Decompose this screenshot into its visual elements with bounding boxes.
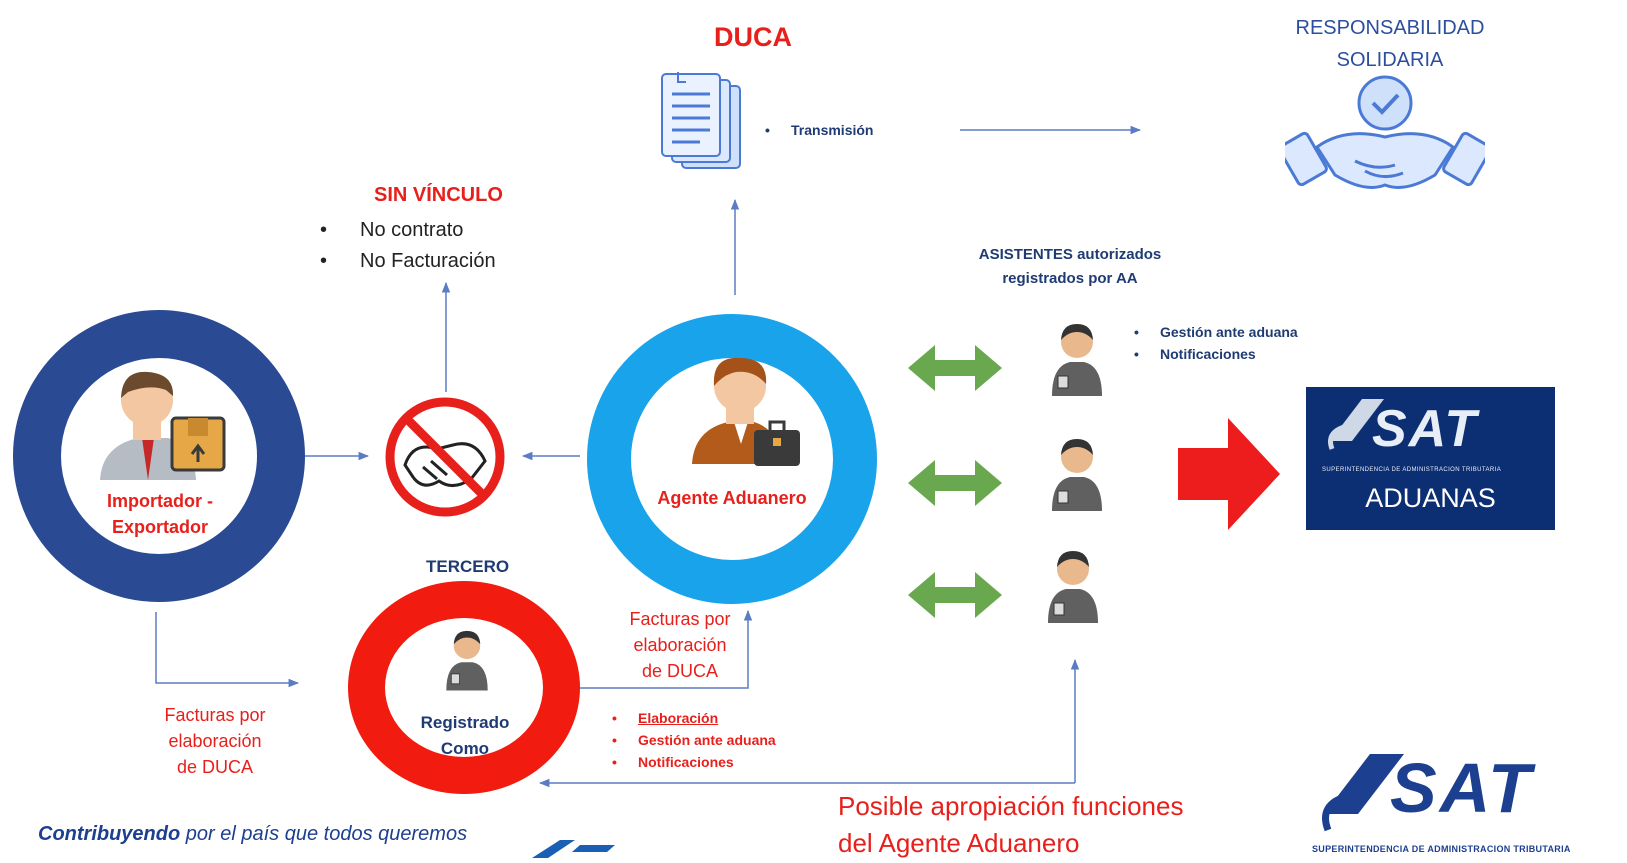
- sat-box-subtitle: SUPERINTENDENCIA DE ADMINISTRACION TRIBU…: [1322, 467, 1502, 473]
- facturas-right-line2: elaboración: [633, 635, 727, 655]
- footer-slogan-bold: Contribuyendo: [38, 823, 181, 845]
- facturas-left-line2: elaboración: [168, 731, 262, 751]
- sat-aduanas-box: SAT SUPERINTENDENCIA DE ADMINISTRACION T…: [1306, 387, 1555, 530]
- asistentes-function-item: Gestión ante aduana: [1134, 321, 1298, 343]
- sat-box-label: ADUANAS: [1365, 483, 1496, 513]
- footer-slogan-rest: por el país que todos queremos: [180, 823, 468, 845]
- handshake-check-icon: [1285, 75, 1485, 189]
- sin-vinculo-item: No contrato: [320, 215, 496, 246]
- tercero-line1: Registrado: [420, 713, 510, 732]
- asistentes-title-line1: ASISTENTES autorizados: [978, 246, 1162, 263]
- sat-swoosh-icon: [1328, 399, 1384, 450]
- asistentes-function-item: Notificaciones: [1134, 343, 1298, 365]
- asistentes-title-line2: registrados por AA: [1002, 270, 1138, 287]
- footer-slogan: Contribuyendo por el país que todos quer…: [38, 823, 467, 846]
- no-handshake-icon: [385, 397, 505, 517]
- sat-logo-text: SAT: [1390, 749, 1534, 827]
- responsabilidad-line2: SOLIDARIA: [1336, 49, 1444, 71]
- sat-logo-subtitle: SUPERINTENDENCIA DE ADMINISTRACION TRIBU…: [1312, 844, 1571, 854]
- tercero-label: Registrado Como asistente: [400, 710, 530, 786]
- tercero-function-item: Elaboración: [612, 707, 776, 729]
- duca-item-transmision: Transmisión: [765, 122, 873, 138]
- sin-vinculo-title: SIN VÍNCULO: [374, 184, 503, 206]
- tercero-functions: Elaboración Gestión ante aduana Notifica…: [612, 707, 776, 773]
- arrow-importador-to-tercero: [155, 612, 300, 688]
- facturas-left-line3: de DUCA: [176, 757, 254, 777]
- asistente-person-icon: [1048, 551, 1098, 623]
- facturas-left-line1: Facturas por: [164, 705, 266, 725]
- duca-title: DUCA: [714, 22, 792, 52]
- sin-vinculo-item: No Facturación: [320, 246, 496, 277]
- arrow-tercero-to-agente: [578, 609, 753, 689]
- big-red-arrow: [1178, 418, 1280, 530]
- responsabilidad-title: RESPONSABILIDAD SOLIDARIA: [1290, 12, 1490, 76]
- green-double-arrow: [908, 345, 1002, 391]
- posible-line1: Posible apropiación funciones: [838, 791, 1184, 821]
- duca-items: Transmisión: [765, 122, 873, 138]
- document-stack-icon: [661, 72, 741, 169]
- tercero-person-icon: [446, 630, 488, 691]
- asistente-person-icon: [1052, 439, 1102, 511]
- posible-apropiacion: Posible apropiación funciones del Agente…: [838, 788, 1183, 862]
- sat-logo: SAT SUPERINTENDENCIA DE ADMINISTRACION T…: [1310, 749, 1624, 858]
- asistente-person-icon: [1052, 324, 1102, 396]
- facturas-right-line1: Facturas por: [629, 609, 731, 629]
- tercero-function-item: Gestión ante aduana: [612, 729, 776, 751]
- asistentes-title: ASISTENTES autorizados registrados por A…: [960, 243, 1180, 291]
- importador-line2: Exportador: [111, 517, 208, 537]
- agente-label: Agente Aduanero: [657, 488, 807, 508]
- tercero-function-item: Notificaciones: [612, 751, 776, 773]
- green-double-arrow: [908, 572, 1002, 618]
- agente-businessman-icon: [692, 357, 800, 466]
- sat-logo-swoosh-icon: [1322, 754, 1404, 832]
- businessman-box-icon: [100, 371, 226, 480]
- sat-box-logo: SAT: [1372, 400, 1479, 458]
- green-double-arrow: [908, 460, 1002, 506]
- facturas-right: Facturas por elaboración de DUCA: [610, 606, 750, 684]
- facturas-right-line3: de DUCA: [641, 661, 719, 681]
- footer-swoosh-icon: [532, 840, 615, 858]
- facturas-left: Facturas por elaboración de DUCA: [145, 702, 285, 780]
- importador-line1: Importador -: [107, 491, 213, 511]
- tercero-line3: asistente: [428, 763, 502, 782]
- responsabilidad-line1: RESPONSABILIDAD: [1295, 17, 1485, 39]
- sin-vinculo-list: No contrato No Facturación: [320, 215, 496, 277]
- posible-line2: del Agente Aduanero: [838, 828, 1080, 858]
- importador-label: Importador - Exportador: [80, 488, 240, 540]
- tercero-line2: Como: [440, 739, 490, 758]
- tercero-title: TERCERO: [426, 557, 510, 576]
- asistentes-functions: Gestión ante aduana Notificaciones: [1134, 321, 1298, 365]
